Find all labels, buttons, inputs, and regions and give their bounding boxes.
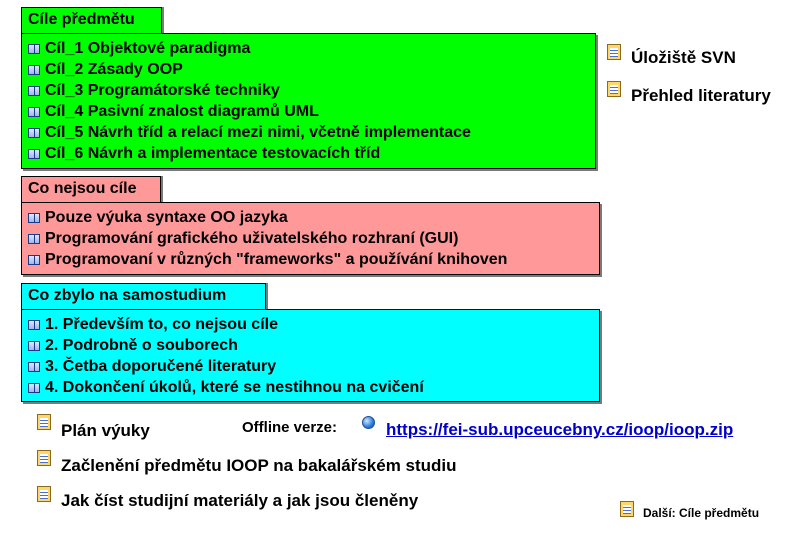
list-item[interactable]: Pouze výuka syntaxe OO jazyka — [28, 207, 599, 228]
list-item-label: 4. Dokončení úkolů, které se nestihnou n… — [45, 379, 424, 396]
list-item[interactable]: Programování grafického uživatelského ro… — [28, 228, 599, 249]
book-icon — [28, 106, 40, 117]
page-icon[interactable] — [607, 81, 621, 97]
link-dalsi[interactable]: Další: Cíle předmětu — [643, 506, 760, 520]
list-item-label: 3. Četba doporučené literatury — [45, 358, 277, 375]
list-item-label: 2. Podrobně o souborech — [45, 337, 238, 354]
book-icon — [28, 382, 40, 393]
list-item-label: Programovaní v různých "frameworks" a po… — [45, 251, 508, 268]
page-icon[interactable] — [37, 486, 51, 502]
list-item-label: Cíl_4 Pasivní znalost diagramů UML — [45, 103, 319, 120]
list-item-label: Cíl_6 Návrh a implementace testovacích t… — [45, 145, 381, 162]
list-item-label: Cíl_5 Návrh tříd a relací mezi nimi, vče… — [45, 124, 471, 141]
link-jak-cist[interactable]: Jak číst studijní materiály a jak jsou č… — [61, 491, 419, 510]
list-item[interactable]: 3. Četba doporučené literatury — [28, 356, 599, 377]
list-item-label: Programování grafického uživatelského ro… — [45, 230, 459, 247]
link-zacleneni[interactable]: Začlenění předmětu IOOP na bakalářském s… — [61, 456, 457, 475]
list-item-label: Cíl_2 Zásady OOP — [45, 61, 183, 78]
book-icon — [28, 43, 40, 54]
offline-url-link[interactable]: https://fei-sub.upceucebny.cz/ioop/ioop.… — [386, 420, 734, 439]
link-svn[interactable]: Úložiště SVN — [631, 48, 736, 67]
section-panel-samostudium: 1. Především to, co nejsou cíle 2. Podro… — [21, 309, 600, 402]
section-title-cile: Cíle předmětu — [21, 7, 162, 33]
section-panel-nejsou: Pouze výuka syntaxe OO jazyka Programová… — [21, 202, 600, 275]
offline-label: Offline verze: — [242, 419, 338, 436]
list-item[interactable]: Cíl_1 Objektové paradigma — [28, 38, 595, 59]
list-item[interactable]: Cíl_5 Návrh tříd a relací mezi nimi, vče… — [28, 122, 595, 143]
book-icon — [28, 85, 40, 96]
section-title-samostudium: Co zbylo na samostudium — [21, 283, 266, 309]
page-icon[interactable] — [607, 44, 621, 60]
book-icon — [28, 127, 40, 138]
book-icon — [28, 212, 40, 223]
page-icon[interactable] — [37, 414, 51, 430]
globe-icon — [362, 416, 375, 429]
list-item[interactable]: Cíl_4 Pasivní znalost diagramů UML — [28, 101, 595, 122]
list-item[interactable]: Cíl_3 Programátorské techniky — [28, 80, 595, 101]
list-item[interactable]: 1. Především to, co nejsou cíle — [28, 314, 599, 335]
section-panel-cile: Cíl_1 Objektové paradigma Cíl_2 Zásady O… — [21, 33, 596, 169]
list-item[interactable]: Cíl_2 Zásady OOP — [28, 59, 595, 80]
book-icon — [28, 361, 40, 372]
list-item-label: Cíl_3 Programátorské techniky — [45, 82, 280, 99]
section-title-nejsou: Co nejsou cíle — [21, 176, 161, 202]
page-icon[interactable] — [37, 450, 51, 466]
list-item[interactable]: Programovaní v různých "frameworks" a po… — [28, 249, 599, 270]
book-icon — [28, 340, 40, 351]
book-icon — [28, 233, 40, 244]
link-literatura[interactable]: Přehled literatury — [631, 86, 771, 105]
list-item-label: 1. Především to, co nejsou cíle — [45, 316, 278, 333]
page-icon[interactable] — [620, 501, 634, 517]
list-item[interactable]: Cíl_6 Návrh a implementace testovacích t… — [28, 143, 595, 164]
book-icon — [28, 254, 40, 265]
link-plan-vyuky[interactable]: Plán výuky — [61, 421, 150, 440]
list-item-label: Pouze výuka syntaxe OO jazyka — [45, 209, 288, 226]
book-icon — [28, 319, 40, 330]
book-icon — [28, 64, 40, 75]
list-item-label: Cíl_1 Objektové paradigma — [45, 40, 251, 57]
list-item[interactable]: 2. Podrobně o souborech — [28, 335, 599, 356]
list-item[interactable]: 4. Dokončení úkolů, které se nestihnou n… — [28, 377, 599, 398]
book-icon — [28, 148, 40, 159]
